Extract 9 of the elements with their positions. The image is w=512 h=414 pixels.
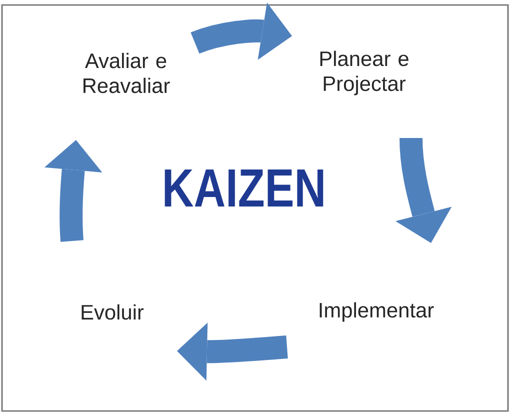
stage-label: Avaliar e Reavaliar (84, 52, 170, 94)
curved-arrow (395, 138, 452, 243)
curved-arrow (177, 322, 288, 381)
stage-label: Implementar (320, 302, 434, 322)
stage-label: Planear e Projectar (320, 50, 408, 96)
curved-arrow (190, 2, 292, 60)
curved-arrow (44, 140, 102, 242)
stage-label: Evoluir (82, 304, 144, 320)
title: KAIZEN (164, 170, 324, 206)
